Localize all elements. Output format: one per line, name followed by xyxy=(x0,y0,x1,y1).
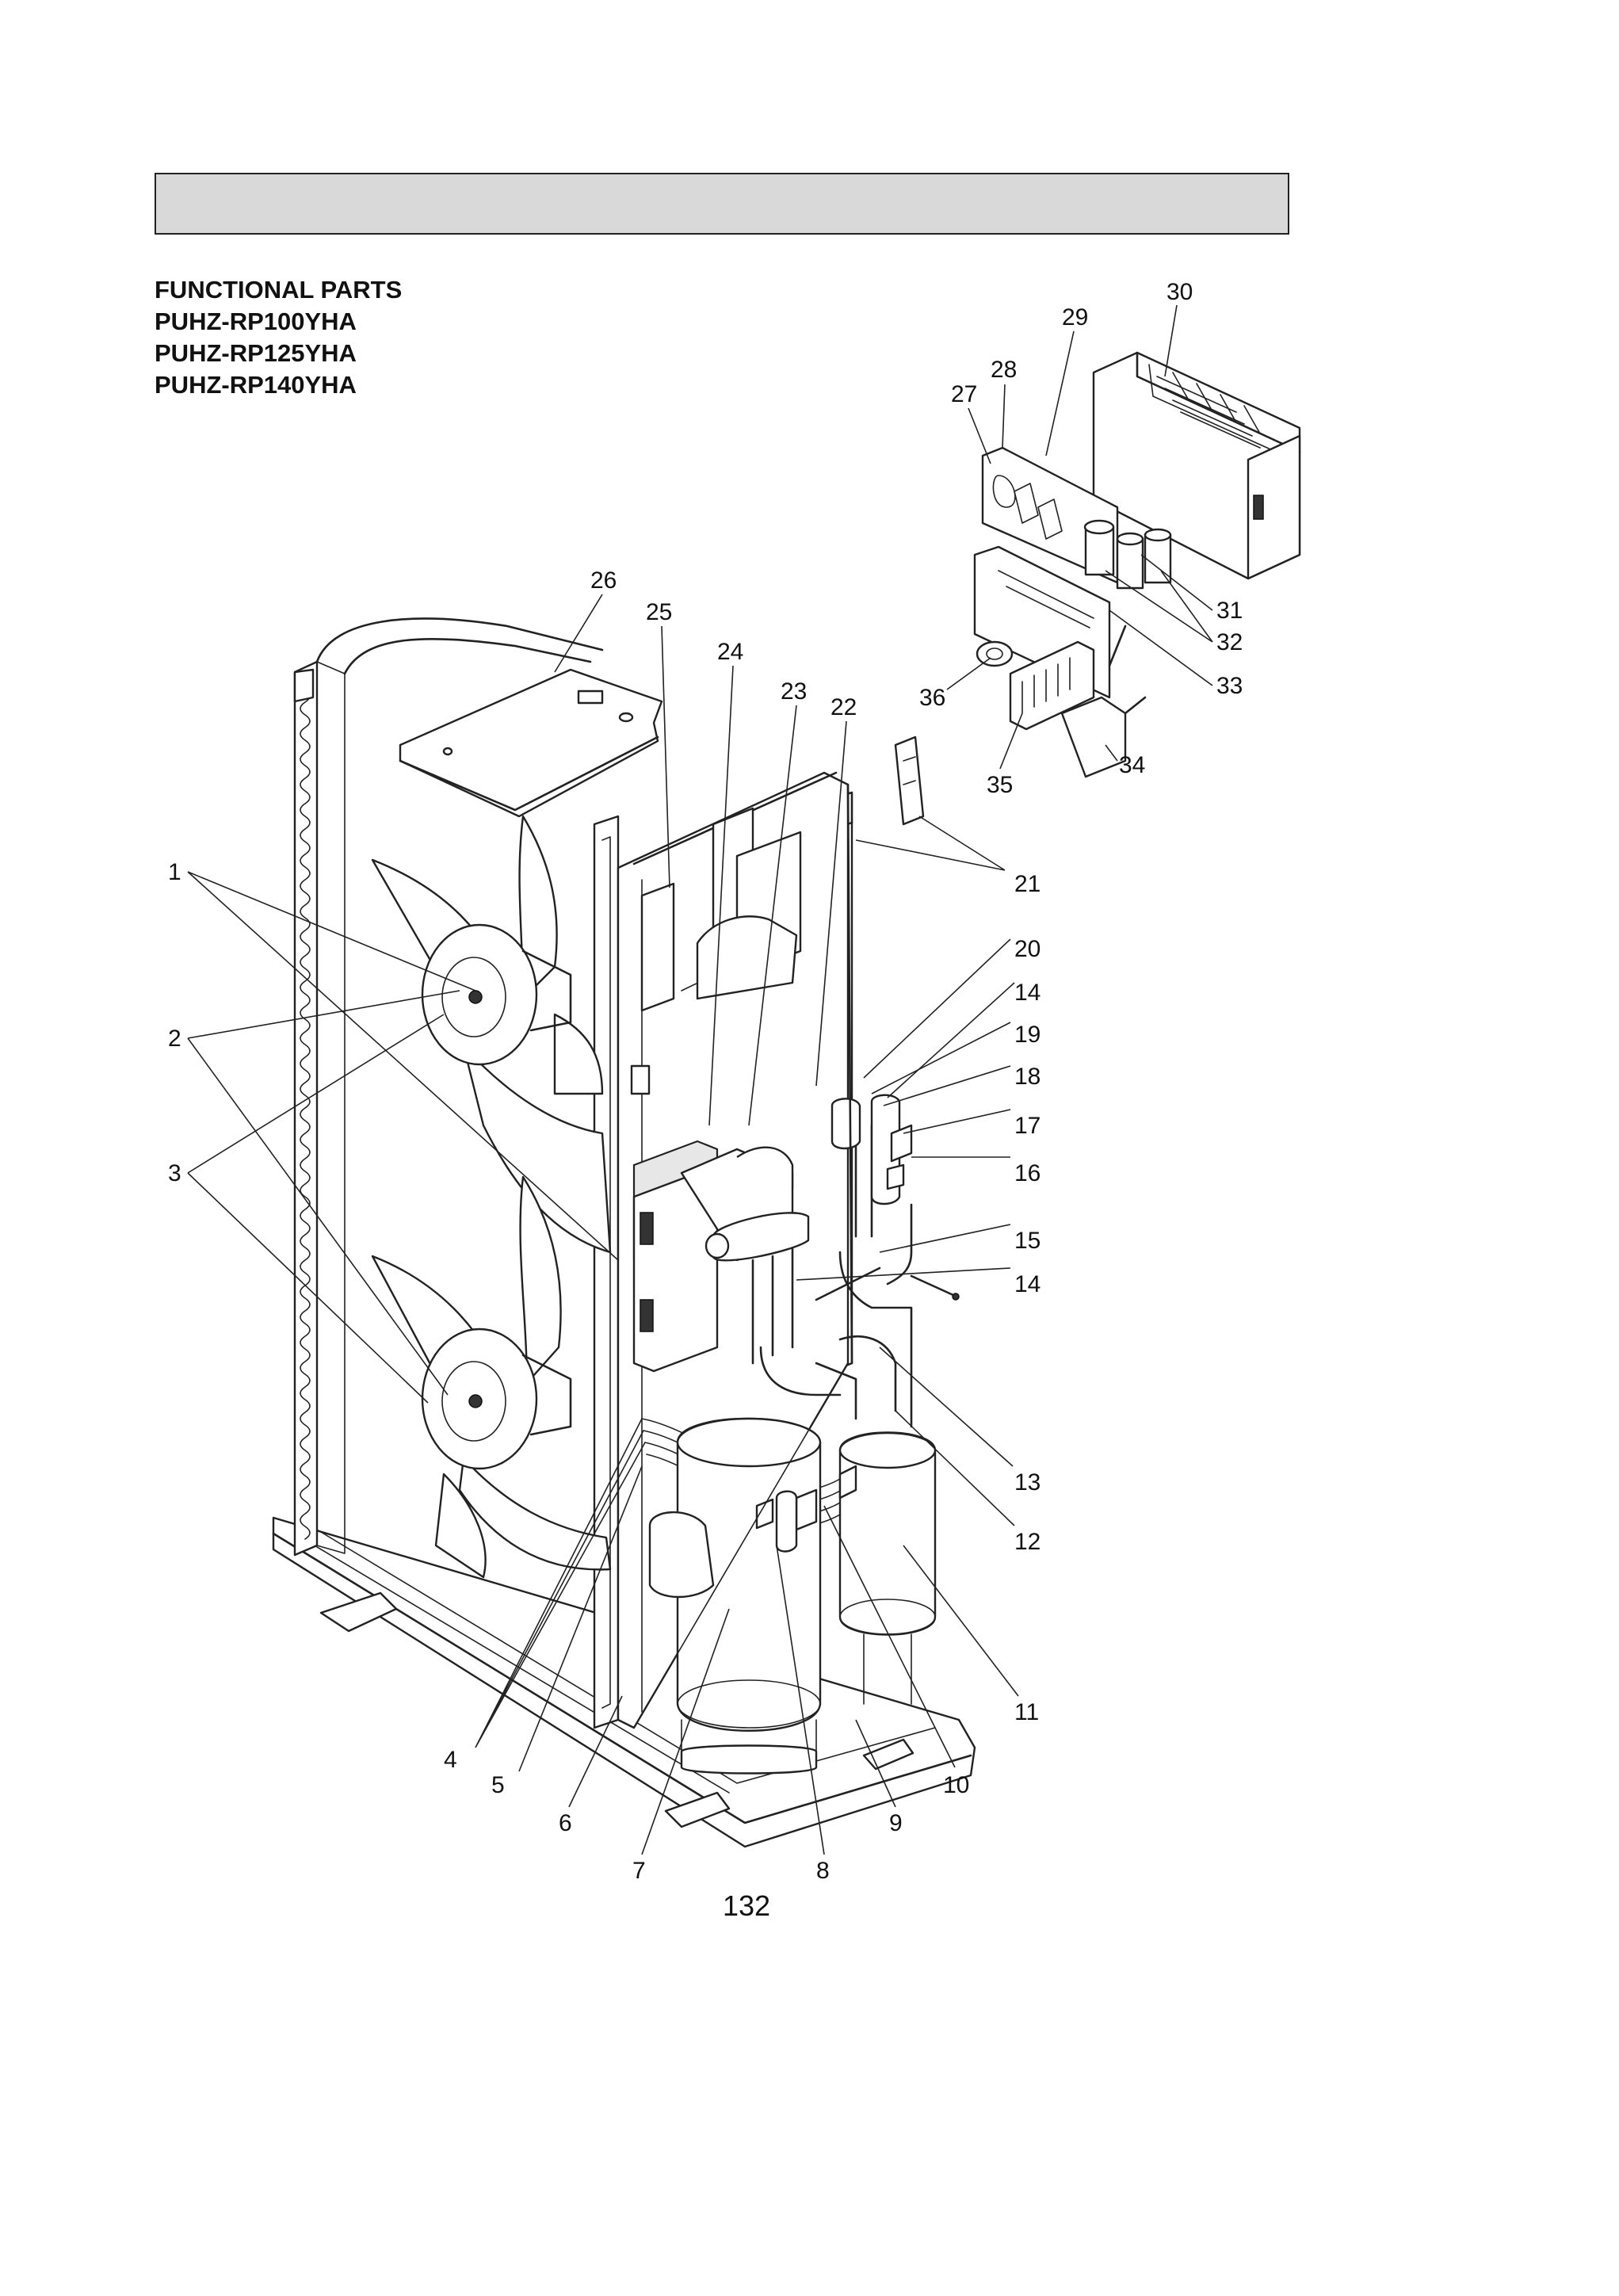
callout-33: 33 xyxy=(1216,673,1243,699)
callout-6: 6 xyxy=(559,1810,572,1836)
callout-34: 34 xyxy=(1119,752,1145,778)
control-box-assembly xyxy=(894,351,1301,826)
callout-30: 30 xyxy=(1167,279,1193,305)
callout-13: 13 xyxy=(1014,1469,1041,1496)
callout-36: 36 xyxy=(919,685,945,711)
callout-29: 29 xyxy=(1062,304,1088,330)
page-number: 132 xyxy=(723,1889,771,1922)
terminal-blocks xyxy=(1009,640,1095,731)
callout-31: 31 xyxy=(1216,598,1243,624)
callout-10: 10 xyxy=(943,1772,969,1798)
capacitors xyxy=(1083,519,1172,590)
callout-35: 35 xyxy=(987,772,1013,798)
callout-20: 20 xyxy=(1014,936,1041,962)
top-plate xyxy=(399,668,663,818)
title-line: FUNCTIONAL PARTS xyxy=(155,276,403,304)
callout-28: 28 xyxy=(991,357,1017,383)
callout-11: 11 xyxy=(1014,1699,1039,1725)
service-panel-edge xyxy=(633,783,853,1729)
heatsink-fins xyxy=(1156,372,1261,449)
callout-4: 4 xyxy=(444,1747,457,1773)
callout-3: 3 xyxy=(168,1160,181,1186)
callout-17: 17 xyxy=(1014,1113,1041,1139)
callout-5: 5 xyxy=(491,1772,505,1798)
callout-21: 21 xyxy=(1014,871,1041,897)
propeller-fan-upper xyxy=(371,815,612,1254)
header-bar xyxy=(155,173,1289,235)
callout-12: 12 xyxy=(1014,1529,1041,1555)
callout-26: 26 xyxy=(590,567,617,594)
callout-14: 14 xyxy=(1014,980,1041,1006)
refrigerant-piping xyxy=(704,1094,960,1553)
model-line: PUHZ-RP125YHA xyxy=(155,339,357,367)
callout-32: 32 xyxy=(1216,629,1243,655)
callout-24: 24 xyxy=(717,639,743,665)
callout-2: 2 xyxy=(168,1026,181,1052)
callout-22: 22 xyxy=(831,694,857,720)
motor-support xyxy=(593,815,620,1729)
callout-14: 14 xyxy=(1014,1271,1041,1297)
callout-16: 16 xyxy=(1014,1160,1041,1186)
heat-exchanger-left xyxy=(293,617,604,1557)
callout-8: 8 xyxy=(816,1858,830,1884)
callout-15: 15 xyxy=(1014,1228,1041,1254)
callout-1: 1 xyxy=(168,859,181,885)
callout-18: 18 xyxy=(1014,1064,1041,1090)
title-block: FUNCTIONAL PARTS PUHZ-RP100YHA PUHZ-RP12… xyxy=(155,274,402,401)
outdoor-unit-drawing xyxy=(272,617,976,1848)
callout-7: 7 xyxy=(632,1858,646,1884)
leader-lines xyxy=(187,304,1213,1855)
callout-27: 27 xyxy=(951,381,977,407)
callout-9: 9 xyxy=(889,1810,903,1836)
model-line: PUHZ-RP140YHA xyxy=(155,371,357,399)
propeller-fan-lower xyxy=(371,1175,612,1579)
callout-labels: 1 2 3 4 5 6 7 8 9 10 11 12 13 14 14 15 1… xyxy=(168,279,1243,1884)
callout-23: 23 xyxy=(781,678,807,705)
model-line: PUHZ-RP100YHA xyxy=(155,308,357,335)
callout-19: 19 xyxy=(1014,1022,1041,1048)
callout-25: 25 xyxy=(646,599,672,625)
